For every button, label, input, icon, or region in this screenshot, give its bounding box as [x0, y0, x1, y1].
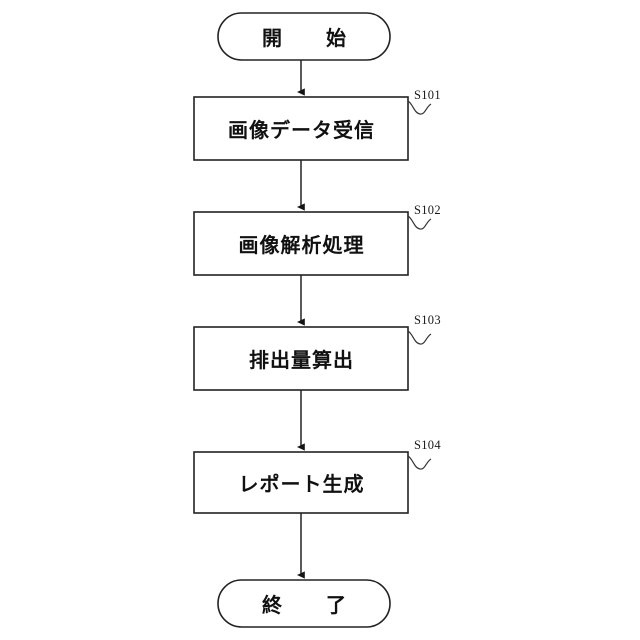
leader-line-s104 [407, 455, 432, 470]
step-tag-s102: S102 [414, 203, 441, 217]
step-tag-s104: S104 [414, 438, 441, 452]
leader-line-s101 [407, 100, 432, 115]
node-s104-shape [193, 451, 409, 514]
node-s103-shape [193, 326, 409, 391]
leader-line-s102 [407, 215, 432, 230]
step-tag-s103: S103 [414, 313, 441, 327]
node-s102-shape [193, 211, 409, 276]
node-end-shape [217, 579, 391, 628]
node-s101-shape [193, 96, 409, 161]
node-start-shape [217, 12, 391, 61]
leader-line-s103 [407, 330, 432, 345]
step-tag-s101: S101 [414, 88, 441, 102]
